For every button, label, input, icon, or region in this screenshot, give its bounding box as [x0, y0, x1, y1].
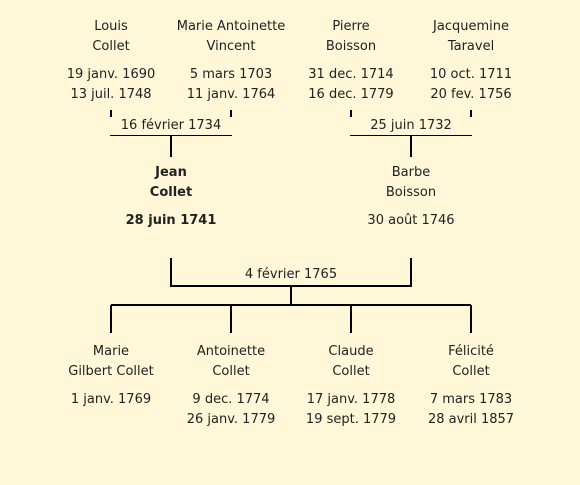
person-first-name: Pierre — [332, 19, 370, 34]
person-last-name: Collet — [332, 364, 370, 379]
birth-date: 28 juin 1741 — [125, 213, 217, 228]
person-first-name: Jacquemine — [433, 19, 509, 34]
grandparent-louis-collet: Louis Collet 19 janv. 1690 13 juil. 1748 — [46, 17, 176, 105]
parents-marriage-date: 4 février 1765 — [221, 266, 361, 284]
person-first-name: Antoinette — [196, 344, 266, 359]
person-last-name: Collet — [452, 364, 490, 379]
paternal-marriage-date: 16 février 1734 — [101, 117, 241, 135]
death-date: 28 avril 1857 — [427, 412, 515, 427]
person-last-name: Taravel — [447, 39, 495, 54]
birth-date: 10 oct. 1711 — [429, 67, 513, 82]
birth-date: 1 janv. 1769 — [70, 392, 152, 407]
person-first-name: Jean — [155, 165, 187, 180]
death-date: 19 sept. 1779 — [305, 412, 397, 427]
birth-date: 30 août 1746 — [367, 213, 455, 228]
child-antoinette-collet: Antoinette Collet 9 dec. 1774 26 janv. 1… — [166, 342, 296, 430]
person-last-name: Vincent — [206, 39, 256, 54]
person-first-name: Louis — [94, 19, 128, 34]
person-first-name: Marie Antoinette — [176, 19, 286, 34]
birth-date: 19 janv. 1690 — [66, 67, 156, 82]
death-date: 16 dec. 1779 — [308, 87, 394, 102]
mother-barbe-boisson: Barbe Boisson 30 août 1746 — [346, 163, 476, 231]
person-last-name: Collet — [92, 39, 130, 54]
person-first-name: Félicité — [448, 344, 494, 359]
death-date: 13 juil. 1748 — [70, 87, 152, 102]
father-jean-collet: Jean Collet 28 juin 1741 — [106, 163, 236, 231]
grandparent-pierre-boisson: Pierre Boisson 31 dec. 1714 16 dec. 1779 — [286, 17, 416, 105]
birth-date: 9 dec. 1774 — [192, 392, 270, 407]
person-last-name: Boisson — [385, 185, 437, 200]
person-last-name: Collet — [212, 364, 250, 379]
child-felicite-collet: Félicité Collet 7 mars 1783 28 avril 185… — [406, 342, 536, 430]
grandparent-marie-antoinette-vincent: Marie Antoinette Vincent 5 mars 1703 11 … — [166, 17, 296, 105]
maternal-marriage-date: 25 juin 1732 — [341, 117, 481, 135]
birth-date: 7 mars 1783 — [429, 392, 513, 407]
grandparent-jacquemine-taravel: Jacquemine Taravel 10 oct. 1711 20 fev. … — [406, 17, 536, 105]
death-date: 26 janv. 1779 — [186, 412, 276, 427]
child-claude-collet: Claude Collet 17 janv. 1778 19 sept. 177… — [286, 342, 416, 430]
person-first-name: Claude — [328, 344, 374, 359]
person-first-name: Marie — [92, 344, 130, 359]
death-date: 20 fev. 1756 — [430, 87, 512, 102]
birth-date: 5 mars 1703 — [189, 67, 273, 82]
person-first-name: Barbe — [391, 165, 431, 180]
person-last-name: Boisson — [325, 39, 377, 54]
birth-date: 17 janv. 1778 — [306, 392, 396, 407]
person-last-name: Gilbert Collet — [68, 364, 154, 379]
child-marie-gilbert-collet: Marie Gilbert Collet 1 janv. 1769 — [46, 342, 176, 410]
birth-date: 31 dec. 1714 — [308, 67, 394, 82]
person-last-name: Collet — [149, 185, 193, 200]
death-date: 11 janv. 1764 — [186, 87, 276, 102]
